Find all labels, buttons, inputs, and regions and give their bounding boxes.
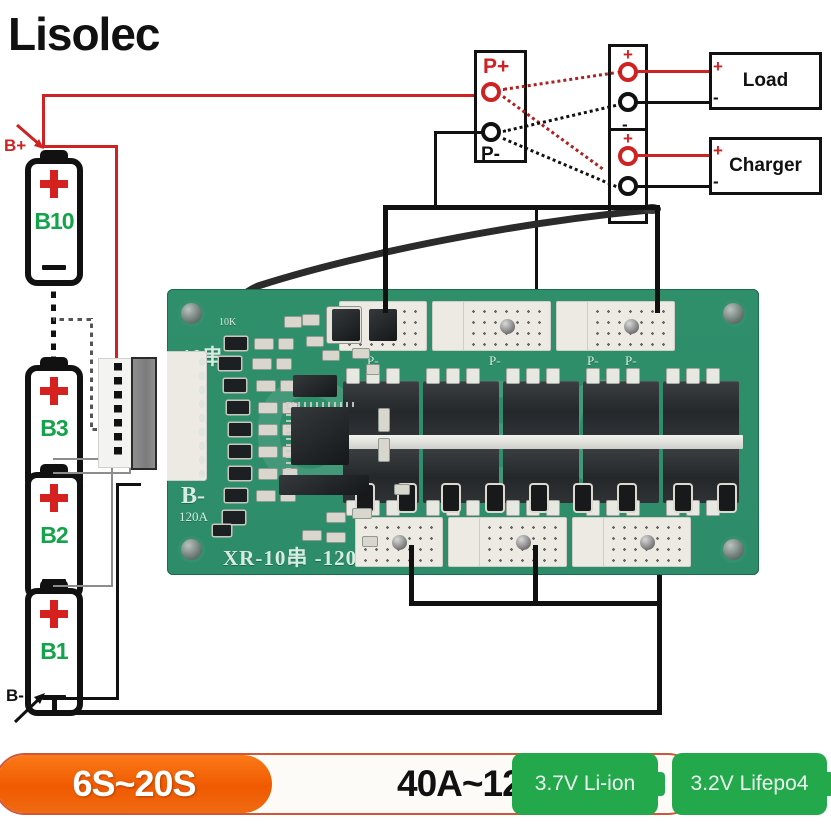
- charger-device-label: Charger: [729, 155, 802, 176]
- mounting-hole-icon: [181, 303, 202, 324]
- brand-logo: Lisolec: [8, 8, 161, 60]
- wire-pminus-bus-top2: [535, 205, 657, 210]
- chemistry-badge-lifepo4: 3.2V Lifepo4: [672, 753, 831, 815]
- silk-current-rating: 120A: [179, 509, 208, 524]
- charger-minus-label: -: [713, 172, 719, 191]
- silk-pad-label-pminus: P-: [587, 353, 599, 368]
- charger-connector-plus-label: +: [623, 129, 633, 148]
- solder-joint: [392, 535, 407, 550]
- wire-bplus-to-pplus: [42, 94, 492, 97]
- solder-joint: [500, 319, 515, 334]
- wire-pminus-bus-top: [383, 205, 538, 210]
- wire-load-positive: [637, 70, 712, 73]
- wire-load-negative: [637, 101, 712, 104]
- wire-charger-positive: [637, 154, 712, 157]
- wire-bminus-inner-h: [53, 697, 119, 700]
- wire-pminus-v: [434, 131, 437, 207]
- wire-charger-negative: [637, 185, 712, 188]
- battery-label: B3: [40, 415, 68, 441]
- wire-bplus-branch-v: [115, 145, 118, 364]
- p-minus-node[interactable]: [481, 122, 501, 142]
- battery-label: B1: [40, 638, 68, 664]
- solder-joint: [516, 535, 531, 550]
- battery-cap-icon: [40, 464, 68, 476]
- terminal-block-bms: [474, 50, 527, 163]
- battery-label: B10: [34, 208, 74, 234]
- mcu-chip: [286, 402, 354, 470]
- wire-bminus-pad-2: [533, 545, 538, 603]
- mounting-hole-icon: [723, 303, 744, 324]
- mounting-hole-icon: [723, 539, 744, 560]
- charger-plus-label: +: [713, 141, 723, 160]
- solder-joint: [640, 535, 655, 550]
- load-connector-plus-label: +: [623, 45, 633, 64]
- wire-bplus-vertical: [42, 94, 45, 146]
- chemistry-badge-liion: 3.7V Li-ion: [512, 753, 665, 815]
- bms-pcb-board: OIEC 10串 B+ B- 120A XR-10串 -120A 10K P- …: [167, 289, 759, 575]
- wire-pminus-v2: [535, 205, 538, 311]
- mounting-hole-icon: [181, 539, 202, 560]
- wire-pminus-pad-3: [655, 205, 660, 313]
- wire-pminus-pad-1: [383, 207, 388, 313]
- p-plus-node[interactable]: [481, 82, 501, 102]
- bminus-arrow-icon: [13, 693, 45, 724]
- bminus-label: B-: [6, 686, 24, 705]
- balance-wire-b2top-h: [53, 472, 131, 474]
- load-device-box: Load: [709, 52, 822, 110]
- battery-plus-icon: [40, 377, 68, 405]
- balance-wire-b1top-h: [53, 585, 113, 587]
- series-range-label: 6S~20S: [72, 763, 196, 804]
- battery-cap-icon: [40, 357, 68, 369]
- battery-plus-icon: [40, 484, 68, 512]
- silk-bminus: B-: [181, 483, 205, 509]
- charger-device-box: Charger: [709, 137, 822, 195]
- wire-bplus-branch-h: [42, 145, 118, 148]
- battery-label: B2: [40, 522, 68, 548]
- load-connector-plus-node[interactable]: [618, 62, 638, 82]
- charger-connector-minus-node[interactable]: [618, 176, 638, 196]
- load-device-label: Load: [742, 70, 789, 91]
- wire-bminus-up-to-pad: [657, 575, 662, 711]
- balance-header-pins: [197, 355, 207, 477]
- silk-ntc-marking: 10K: [219, 317, 237, 328]
- series-range-pill: 6S~20S: [0, 755, 272, 813]
- balance-wire-b3-h: [53, 458, 121, 460]
- silk-pad-label-pminus: P-: [367, 353, 379, 368]
- battery-minus-icon: [42, 265, 66, 270]
- load-connector-minus-label: -: [622, 115, 628, 134]
- load-plus-label: +: [713, 57, 723, 76]
- p-plus-label: P+: [483, 55, 510, 78]
- load-minus-label: -: [713, 88, 719, 107]
- charger-connector-plus-node[interactable]: [618, 146, 638, 166]
- cells-continuation-dots: [51, 288, 56, 360]
- bplus-arrow-icon: [16, 123, 44, 149]
- wire-bminus-inner-h2: [116, 483, 141, 486]
- balance-connector-pins: [114, 363, 122, 461]
- balance-connector-housing: [131, 357, 157, 470]
- silk-pad-label-pminus: P-: [489, 353, 501, 368]
- battery-plus-icon: [40, 600, 68, 628]
- bplus-label: B+: [4, 136, 27, 155]
- silk-pad-label-pminus: P-: [625, 353, 637, 368]
- battery-cap-icon: [40, 150, 68, 162]
- p-minus-label: P-: [481, 144, 500, 165]
- wire-bminus-right: [52, 710, 662, 715]
- wire-bminus-pad-1: [409, 545, 414, 603]
- load-connector-minus-node[interactable]: [618, 92, 638, 112]
- battery-cell-b1: B1: [25, 580, 83, 716]
- solder-joint: [624, 319, 639, 334]
- balance-tap-dotted-v: [90, 318, 93, 428]
- chip-pins: [286, 402, 354, 470]
- wire-bminus-inner-v: [116, 483, 119, 699]
- chemistry-badge-label: 3.2V Lifepo4: [690, 772, 809, 795]
- balance-tap-dotted-h-top: [53, 318, 93, 321]
- balance-wire-b1top-v: [111, 466, 113, 587]
- chemistry-badge-label: 3.7V Li-ion: [534, 772, 636, 795]
- wire-pminus-h: [434, 131, 482, 134]
- silk-model: XR-10串 -120A: [223, 546, 374, 570]
- wire-bminus-down: [52, 700, 57, 714]
- wire-bminus-bus-bottom: [409, 601, 659, 606]
- battery-cell-b10: B10: [25, 150, 83, 286]
- battery-plus-icon: [40, 170, 68, 198]
